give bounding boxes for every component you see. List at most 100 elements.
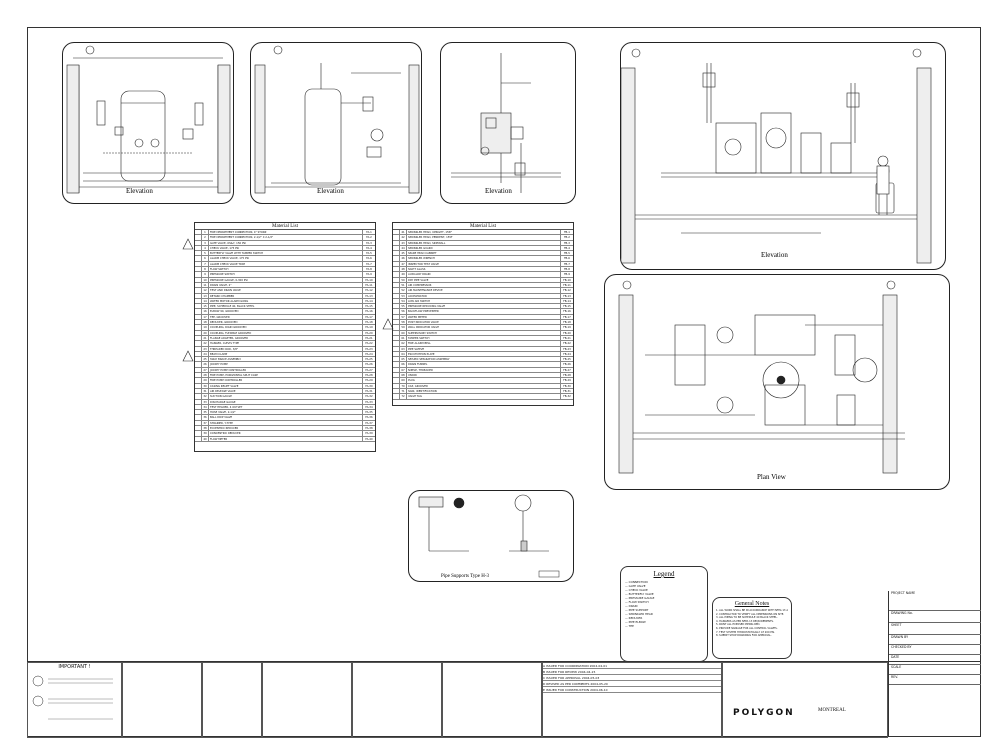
material-no: 68: [400, 373, 407, 378]
legend-item: — CHECK VALVE: [625, 588, 648, 592]
material-code: FB-31: [563, 389, 571, 393]
material-code: FB-16: [563, 310, 571, 314]
note-item: 7. TEST SYSTEM HYDROSTATICALLY AT 200 PS…: [716, 630, 775, 634]
material-no: 53: [400, 293, 407, 298]
material-desc: PIPE SLEEVE: [407, 346, 561, 351]
material-code: FA-34: [365, 405, 373, 409]
material-code: FA-20: [365, 331, 373, 335]
legend-item: — SPRINKLER HEAD: [625, 612, 653, 616]
material-mark: [195, 298, 202, 304]
material-code: FA-26: [365, 363, 373, 367]
material-desc: JOCKEY PUMP: [209, 362, 363, 367]
material-desc: WALL INDICATOR VALVE: [407, 325, 561, 330]
approval-cell: [262, 662, 352, 738]
material-no: 7: [202, 261, 209, 267]
material-code: FB-26: [563, 363, 571, 367]
material-code: FA-27: [365, 368, 373, 372]
material-desc: TEE, GROOVED: [209, 314, 363, 320]
material-desc: NIPPLE, THREADED: [407, 367, 561, 373]
material-mark: [393, 261, 400, 267]
elevation-c-panel: Elevation: [440, 42, 576, 204]
material-mark: [393, 298, 400, 304]
material-mark: [195, 277, 202, 282]
material-desc: FIRE PUMP CONTROLLER: [209, 378, 363, 383]
material-desc: SUCTION GAUGE: [209, 394, 363, 399]
material-no: 19: [202, 325, 209, 330]
material-code: FA-4: [366, 246, 372, 250]
material-no: 59: [400, 325, 407, 330]
material-code: FA-35: [365, 411, 373, 415]
material-mark: [393, 282, 400, 288]
schedule-cell: [352, 662, 442, 738]
material-no: 26: [202, 362, 209, 367]
material-desc: VALVE TAG: [407, 394, 561, 399]
discipline-cell: [122, 662, 202, 738]
material-code: FA-13: [365, 294, 373, 298]
material-code: FA-3: [366, 241, 372, 245]
material-mark: [393, 309, 400, 314]
material-no: 51: [400, 282, 407, 288]
material-mark: [195, 251, 202, 256]
note-item: 3. ALL PIPING TO BE SCHEDULE 40 BLACK ST…: [716, 616, 778, 620]
material-desc: UNION: [407, 373, 561, 378]
material-mark: [393, 388, 400, 394]
material-no: 44: [400, 245, 407, 251]
material-no: 3: [202, 240, 209, 245]
material-code: FB-15: [563, 305, 571, 309]
material-mark: [195, 378, 202, 383]
revision-row: C ISSUED FOR APPROVAL 2004-05-03: [543, 675, 721, 681]
material-no: 38: [202, 425, 209, 431]
scale-row: SCALE: [889, 665, 981, 675]
material-mark: [195, 431, 202, 436]
material-mark: [393, 341, 400, 346]
material-desc: POST INDICATOR VALVE: [407, 320, 561, 325]
material-mark: [393, 357, 400, 362]
material-no: 45: [400, 251, 407, 256]
warning-triangle-icon: [182, 350, 194, 362]
material-desc: TEST HEADER, 4 OUTLET: [209, 404, 363, 410]
material-no: 24: [202, 351, 209, 357]
material-no: 21: [202, 335, 209, 341]
material-mark: [195, 373, 202, 378]
material-mark: [195, 256, 202, 261]
material-code: FA-31: [365, 389, 373, 393]
material-mark: [393, 277, 400, 282]
material-mark: [195, 388, 202, 394]
material-no: 52: [400, 288, 407, 293]
material-mark: [195, 420, 202, 425]
material-code: FB-1: [564, 231, 570, 234]
legend-item: — BUTTERFLY VALVE: [625, 592, 654, 596]
info-panel: PROJECT NAME DRAWING No. SHEET DRAWN BY …: [888, 591, 981, 737]
material-no: 9: [202, 272, 209, 277]
material-mark: [393, 335, 400, 341]
material-mark: [195, 235, 202, 240]
material-mark: [393, 314, 400, 320]
material-mark: [393, 346, 400, 351]
material-desc: SPRINKLER HEAD, PENDENT, 155F: [407, 235, 561, 240]
material-desc: BACKFLOW PREVENTER: [407, 309, 561, 314]
services-cell: [442, 662, 542, 738]
material-code: FB-10: [563, 278, 571, 282]
material-mark: [393, 251, 400, 256]
material-code: FB-14: [563, 299, 571, 303]
revision-row: D REVISED AS PER COMMENTS 2004-05-20: [543, 681, 721, 687]
material-no: 32: [202, 394, 209, 399]
material-desc: SEISMIC SEPARATION ASSEMBLY: [407, 357, 561, 362]
material-mark: [195, 410, 202, 415]
material-desc: AIR MAINTENANCE DEVICE: [407, 288, 561, 293]
